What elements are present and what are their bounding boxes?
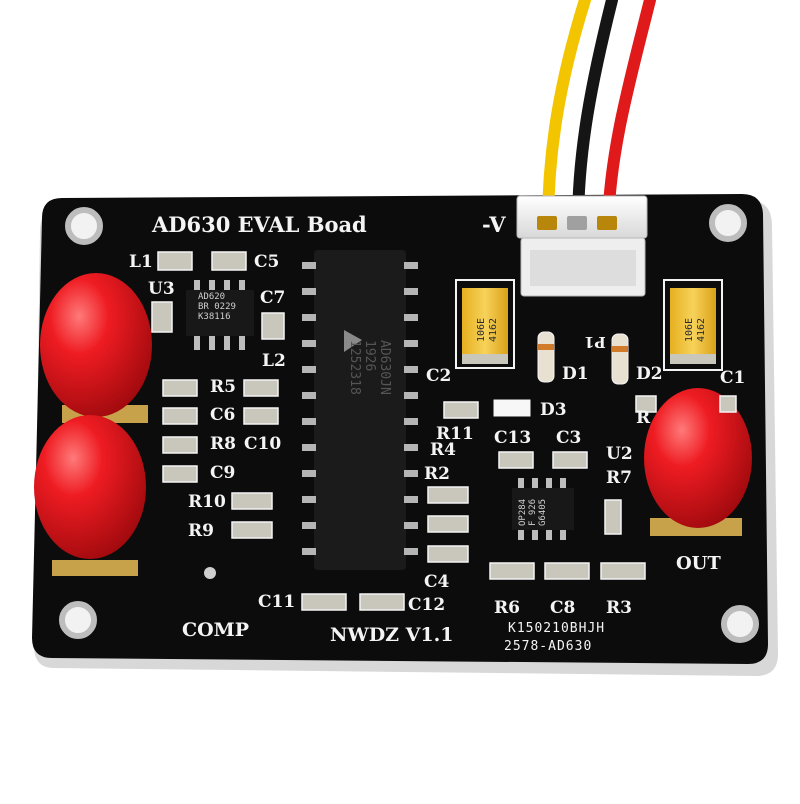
- refdes-c1: C1: [720, 368, 746, 388]
- u3-marking: AD620 BR 0229 K38116: [198, 292, 236, 322]
- refdes-d1: D1: [562, 364, 589, 384]
- serial-line-2: 2578-AD630: [504, 639, 593, 654]
- u2-line1: OP284: [518, 498, 528, 526]
- tant-right-line2: 4162: [696, 317, 707, 342]
- u3-chip: [186, 280, 254, 350]
- refdes-r3: R3: [606, 598, 632, 618]
- refdes-c11: C11: [258, 592, 296, 612]
- main-ic-line2: 1926: [362, 340, 377, 372]
- refdes-c7: C7: [260, 288, 286, 308]
- u2-line2: F 926: [528, 498, 538, 526]
- refdes-r9: R9: [188, 521, 214, 541]
- u2-marking: OP284 F 926 G6405: [518, 499, 548, 526]
- refdes-c2: C2: [426, 366, 452, 386]
- red-caps: [34, 273, 752, 576]
- refdes-r1: R: [636, 408, 651, 428]
- ad-logo-mark: [344, 330, 362, 352]
- connector-p1: [516, 195, 648, 297]
- wire-red: [602, 0, 656, 231]
- connector-label: P1: [584, 333, 606, 351]
- refdes-r7: R7: [606, 468, 632, 488]
- main-ic-line1: AD630JN: [377, 340, 392, 395]
- tant-left-line2: 4162: [488, 317, 499, 342]
- main-ic-marking: AD630JN 1926 1252318: [347, 340, 392, 395]
- main-ic-line3: 1252318: [347, 340, 362, 395]
- refdes-l1: L1: [129, 252, 153, 272]
- red-cap-right: [644, 388, 752, 528]
- hole-bottom-right: [721, 605, 759, 643]
- version-label: NWDZ V1.1: [330, 624, 454, 646]
- refdes-c4: C4: [424, 572, 450, 592]
- u3-line2: BR 0229: [198, 302, 236, 312]
- refdes-c5: C5: [254, 252, 280, 272]
- comp-label: COMP: [182, 619, 249, 641]
- board-title: AD630 EVAL Boad: [152, 212, 367, 237]
- power-label: -V: [482, 212, 506, 237]
- serial-line-1: K150210BHJH: [508, 621, 606, 636]
- hole-bottom-left: [59, 601, 97, 639]
- out-label: OUT: [676, 553, 721, 574]
- diodes: [493, 331, 629, 417]
- hole-top-left: [65, 207, 103, 245]
- refdes-r2: R2: [424, 464, 450, 484]
- test-via: [204, 567, 216, 579]
- refdes-r6: R6: [494, 598, 520, 618]
- refdes-c13: C13: [494, 428, 532, 448]
- refdes-c3: C3: [556, 428, 582, 448]
- u3-line1: AD620: [198, 292, 226, 302]
- tant-left-line1: 106E: [476, 317, 487, 342]
- refdes-c9: C9: [210, 463, 236, 483]
- smd-parts: [151, 251, 737, 611]
- mounting-holes: [59, 204, 759, 643]
- main-ic-ad630: [302, 250, 418, 570]
- refdes-c12: C12: [408, 595, 446, 615]
- refdes-c8: C8: [550, 598, 576, 618]
- refdes-r8: R8: [210, 434, 236, 454]
- u2-chip: [512, 478, 574, 540]
- refdes-c6: C6: [210, 405, 236, 425]
- refdes-r4: R4: [430, 440, 456, 460]
- refdes-d3: D3: [540, 400, 567, 420]
- refdes-d2: D2: [636, 364, 663, 384]
- hole-top-right: [709, 204, 747, 242]
- tantalum-caps: [455, 279, 723, 371]
- wires: [542, 0, 656, 231]
- refdes-r5: R5: [210, 377, 236, 397]
- red-cap-lower: [34, 415, 146, 559]
- tantalum-right-marking: 106E 4162: [684, 318, 708, 342]
- u2-line3: G6405: [538, 498, 548, 526]
- refdes-c10: C10: [244, 434, 282, 454]
- refdes-r10: R10: [188, 492, 226, 512]
- refdes-l2: L2: [262, 351, 286, 371]
- refdes-r11: R11: [436, 424, 474, 444]
- refdes-u2: U2: [606, 444, 633, 464]
- refdes-u3: U3: [148, 279, 175, 299]
- tantalum-left-marking: 106E 4162: [476, 318, 500, 342]
- red-cap-upper: [40, 273, 152, 417]
- tant-right-line1: 106E: [684, 317, 695, 342]
- u3-line3: K38116: [198, 312, 231, 322]
